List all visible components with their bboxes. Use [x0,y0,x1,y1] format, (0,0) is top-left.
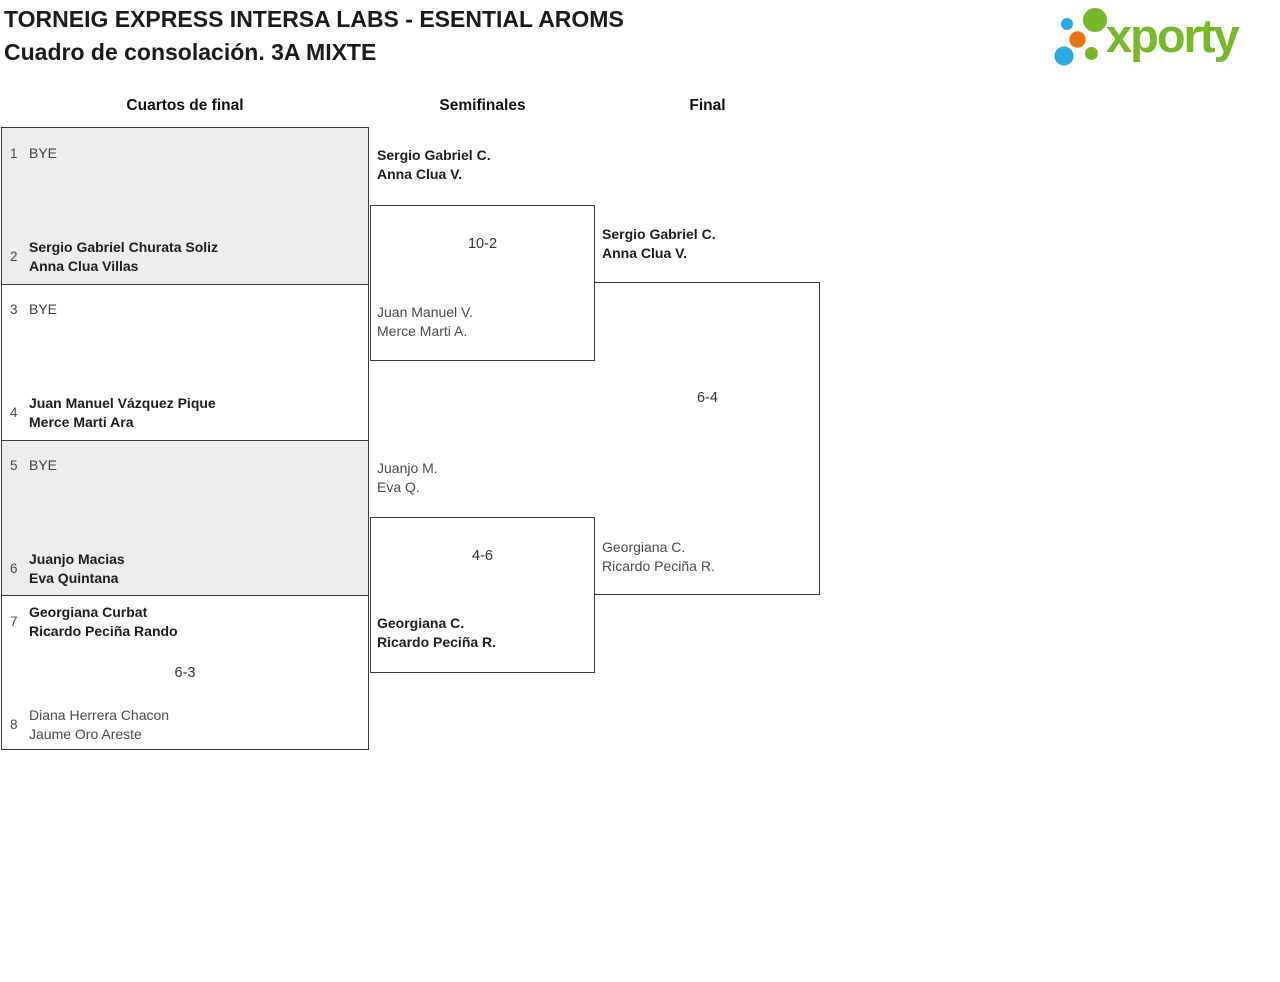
seed-number: 5 [10,457,18,473]
seed-number: 1 [10,145,18,161]
team-entry: 6 Juanjo Macias Eva Quintana [1,550,361,587]
team-name: Juanjo M. Eva Q. [377,460,438,495]
team-entry: 4 Juan Manuel Vázquez Pique Merce Marti … [1,394,361,431]
seed-number: 7 [10,614,18,629]
match-score: 4-6 [472,548,493,564]
team-name: Sergio Gabriel Churata Soliz Anna Clua V… [29,239,219,274]
seed-number: 4 [10,405,18,420]
round-header-quarterfinals: Cuartos de final [126,97,244,114]
xporty-logo-dots-icon [1054,8,1107,66]
team-entry: 2 Sergio Gabriel Churata Soliz Anna Clua… [1,238,361,275]
seed-number: 8 [10,717,18,732]
page-title: TORNEIG EXPRESS INTERSA LABS - ESENTIAL … [4,3,624,69]
seed-number: 3 [10,301,18,317]
match-box-qf4 [1,595,369,750]
match-box-qf3 [1,440,369,595]
seed-number: 2 [10,249,18,264]
tournament-title: TORNEIG EXPRESS INTERSA LABS - ESENTIAL … [4,6,624,32]
match-score: 6-4 [697,390,718,406]
xporty-logo-text: xporty [1106,9,1240,62]
team-entry: 8 Diana Herrera Chacon Jaume Oro Areste [1,706,361,743]
team-entry: 5 BYE [1,456,361,475]
team-name: Georgiana Curbat Ricardo Peciña Rando [29,604,178,639]
team-name: Sergio Gabriel C. Anna Clua V. [377,147,491,182]
match-score: 6-3 [174,665,196,681]
bracket-subtitle: Cuadro de consolación. 3A MIXTE [4,39,377,65]
match-box-sf1 [370,205,595,361]
seed-number: 6 [10,561,18,576]
round-header-semifinals: Semifinales [439,97,526,114]
team-name: Georgiana C. Ricardo Peciña R. [602,539,715,574]
match-box-qf1 [1,127,369,284]
team-name: Georgiana C. Ricardo Peciña R. [377,615,497,650]
match-score: 10-2 [467,236,498,252]
team-name: BYE [29,301,58,317]
team-name: Juan Manuel V. Merce Marti A. [377,304,473,339]
team-name: BYE [29,457,58,473]
match-box-sf2 [370,517,595,673]
team-name: Juanjo Macias Eva Quintana [29,551,125,586]
team-name: Sergio Gabriel C. Anna Clua V. [602,226,716,261]
team-name: Juan Manuel Vázquez Pique Merce Marti Ar… [29,395,216,430]
team-name: BYE [29,145,58,161]
team-entry: 7 Georgiana Curbat Ricardo Peciña Rando [1,603,361,640]
match-box-qf2 [1,284,369,440]
team-entry: 3 BYE [1,300,361,319]
match-box-final [595,282,820,595]
round-header-final: Final [689,97,726,114]
team-entry: 1 BYE [1,144,361,163]
team-name: Diana Herrera Chacon Jaume Oro Areste [29,707,170,742]
